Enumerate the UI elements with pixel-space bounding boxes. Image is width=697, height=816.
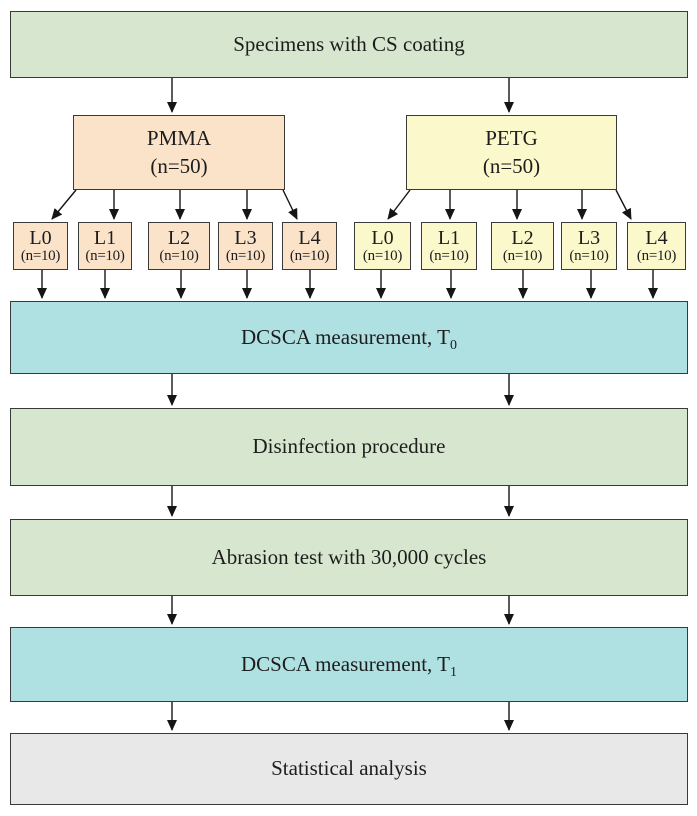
dcsca-t1-box: DCSCA measurement, T1: [10, 627, 688, 702]
pmma-box: PMMA (n=50): [73, 115, 285, 190]
petg-subgroup-l2-box: L2(n=10): [491, 222, 554, 270]
pmma-count: (n=50): [150, 153, 208, 178]
disinfection-label: Disinfection procedure: [252, 434, 446, 459]
t0-subscript: 0: [450, 338, 457, 354]
subgroup-count: (n=10): [362, 248, 403, 265]
subgroup-label: L0: [29, 227, 52, 250]
petg-label: PETG: [485, 126, 538, 151]
dcsca-t0-box: DCSCA measurement, T0: [10, 301, 688, 374]
dcsca-t0-label: DCSCA measurement, T0: [240, 324, 457, 354]
specimens-label: Specimens with CS coating: [233, 31, 465, 56]
subgroup-count: (n=10): [429, 248, 469, 265]
petg-subgroup-l0-box: L0(n=10): [354, 222, 411, 270]
subgroup-label: L2: [511, 227, 534, 250]
flow-arrow: [51, 189, 77, 220]
subgroup-label: L4: [298, 227, 321, 250]
subgroup-count: (n=10): [85, 248, 125, 265]
subgroup-label: L1: [437, 227, 461, 250]
subgroup-label: L3: [577, 227, 601, 250]
statistical-analysis-box: Statistical analysis: [10, 733, 688, 805]
t1-subscript: 1: [450, 665, 457, 681]
subgroup-count: (n=10): [502, 248, 543, 265]
petg-subgroup-l4-box: L4(n=10): [627, 222, 686, 270]
statistical-analysis-label: Statistical analysis: [271, 756, 427, 781]
petg-count: (n=50): [482, 153, 541, 178]
subgroup-count: (n=10): [289, 248, 330, 265]
subgroup-label: L4: [645, 227, 668, 250]
petg-subgroup-l3-box: L3(n=10): [561, 222, 617, 270]
flow-arrow: [282, 189, 298, 220]
subgroup-label: L0: [371, 227, 394, 250]
subgroup-count: (n=10): [636, 248, 677, 265]
petg-box: PETG (n=50): [406, 115, 617, 190]
pmma-subgroup-l4-box: L4(n=10): [282, 222, 337, 270]
subgroup-count: (n=10): [159, 248, 199, 265]
subgroup-label: L2: [167, 227, 191, 250]
specimens-box: Specimens with CS coating: [10, 11, 688, 78]
pmma-subgroup-l2-box: L2(n=10): [148, 222, 210, 270]
abrasion-box: Abrasion test with 30,000 cycles: [10, 519, 688, 596]
flow-arrow: [615, 189, 632, 220]
subgroup-label: L1: [93, 227, 117, 250]
pmma-subgroup-l0-box: L0(n=10): [13, 222, 68, 270]
pmma-subgroup-l1-box: L1(n=10): [78, 222, 132, 270]
pmma-label: PMMA: [146, 126, 212, 151]
abrasion-label: Abrasion test with 30,000 cycles: [211, 544, 487, 569]
subgroup-count: (n=10): [225, 248, 266, 265]
flow-arrow: [387, 189, 411, 220]
dcsca-t1-label: DCSCA measurement, T1: [240, 651, 457, 681]
subgroup-count: (n=10): [20, 248, 61, 265]
petg-subgroup-l1-box: L1(n=10): [421, 222, 477, 270]
subgroup-label: L3: [234, 227, 257, 250]
disinfection-box: Disinfection procedure: [10, 408, 688, 486]
pmma-subgroup-l3-box: L3(n=10): [218, 222, 273, 270]
subgroup-count: (n=10): [569, 248, 609, 265]
